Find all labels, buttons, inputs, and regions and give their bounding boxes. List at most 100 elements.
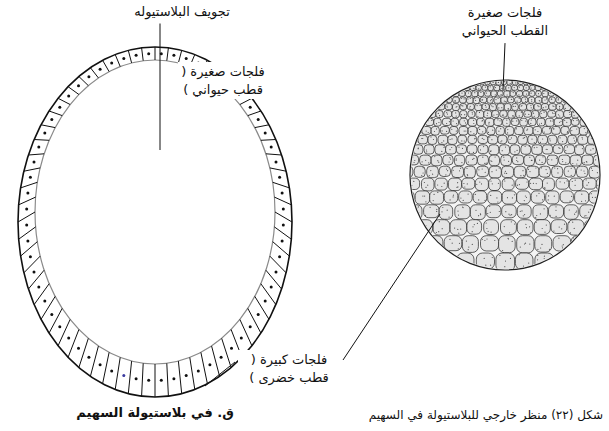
surface-cell bbox=[517, 220, 533, 235]
surface-cell bbox=[508, 97, 514, 103]
surface-cell bbox=[564, 145, 575, 154]
surface-cell bbox=[448, 135, 457, 144]
stipple-dot bbox=[585, 132, 586, 133]
cell-nucleus bbox=[257, 313, 260, 316]
stipple-dot bbox=[595, 105, 596, 106]
stipple-dot bbox=[456, 131, 457, 132]
stipple-dot bbox=[583, 94, 584, 95]
cell-nucleus bbox=[257, 118, 260, 121]
surface-cell bbox=[437, 253, 454, 271]
stipple-dot bbox=[436, 211, 437, 212]
stipple-dot bbox=[430, 136, 431, 137]
stipple-dot bbox=[572, 87, 573, 88]
stipple-dot bbox=[602, 210, 603, 211]
stipple-dot bbox=[515, 82, 516, 83]
stipple-dot bbox=[516, 128, 517, 129]
surface-cell bbox=[590, 97, 596, 103]
cell-wall bbox=[212, 346, 220, 376]
stipple-dot bbox=[443, 140, 444, 141]
stipple-dot bbox=[508, 238, 509, 239]
stipple-dot bbox=[563, 81, 564, 82]
stipple-dot bbox=[535, 167, 536, 168]
stipple-dot bbox=[501, 286, 502, 287]
stipple-dot bbox=[481, 99, 482, 100]
stipple-dot bbox=[541, 123, 542, 124]
surface-cell bbox=[478, 145, 488, 154]
stipple-dot bbox=[413, 230, 414, 231]
surface-cell bbox=[515, 253, 533, 270]
stipple-dot bbox=[472, 226, 473, 227]
stipple-dot bbox=[595, 197, 596, 198]
stipple-dot bbox=[505, 211, 506, 212]
surface-cell bbox=[506, 85, 511, 91]
cell-nucleus bbox=[135, 377, 138, 380]
surface-cell bbox=[492, 272, 512, 292]
surface-cell bbox=[582, 155, 593, 165]
surface-cell bbox=[552, 166, 563, 177]
stipple-dot bbox=[567, 131, 568, 132]
cell-wall bbox=[90, 68, 98, 78]
stipple-dot bbox=[543, 283, 544, 284]
stipple-dot bbox=[586, 179, 587, 180]
stipple-dot bbox=[524, 200, 525, 201]
stipple-dot bbox=[427, 185, 428, 186]
cell-nucleus bbox=[99, 363, 102, 366]
stipple-dot bbox=[592, 100, 593, 101]
surface-cell bbox=[432, 97, 439, 103]
stipple-dot bbox=[474, 138, 475, 139]
stipple-dot bbox=[456, 106, 457, 107]
stipple-dot bbox=[500, 287, 501, 288]
stipple-dot bbox=[603, 181, 604, 182]
stipple-dot bbox=[518, 94, 519, 95]
stipple-dot bbox=[531, 139, 532, 140]
stipple-dot bbox=[604, 167, 605, 168]
stipple-dot bbox=[564, 98, 565, 99]
stipple-dot bbox=[414, 277, 415, 278]
surface-cell bbox=[535, 236, 552, 252]
surface-cell bbox=[446, 145, 457, 154]
stipple-dot bbox=[449, 81, 450, 82]
surface-cell bbox=[546, 191, 559, 204]
leader-line bbox=[205, 362, 235, 386]
stipple-dot bbox=[509, 232, 510, 233]
stipple-dot bbox=[561, 200, 562, 201]
surface-cell bbox=[404, 111, 411, 119]
stipple-dot bbox=[462, 148, 463, 149]
surface-cell bbox=[596, 111, 603, 118]
surface-cell bbox=[568, 135, 577, 144]
surface-cell bbox=[504, 104, 511, 111]
surface-cell bbox=[579, 80, 584, 85]
stipple-dot bbox=[455, 88, 456, 89]
stipple-dot bbox=[492, 257, 493, 258]
surface-cell bbox=[533, 127, 541, 135]
stipple-dot bbox=[455, 100, 456, 101]
stipple-dot bbox=[590, 150, 591, 151]
surface-cell bbox=[447, 80, 452, 85]
stipple-dot bbox=[588, 105, 589, 106]
stipple-dot bbox=[458, 248, 459, 249]
surface-cell bbox=[475, 178, 488, 190]
stipple-dot bbox=[491, 105, 492, 106]
stipple-dot bbox=[559, 108, 560, 109]
surface-cell bbox=[467, 145, 477, 154]
surface-cell bbox=[556, 111, 564, 119]
stipple-dot bbox=[486, 238, 487, 239]
leader-line bbox=[343, 214, 440, 360]
stipple-dot bbox=[543, 107, 544, 108]
stipple-dot bbox=[553, 113, 554, 114]
stipple-dot bbox=[412, 100, 413, 101]
stipple-dot bbox=[482, 157, 483, 158]
stipple-dot bbox=[602, 83, 603, 84]
cell-wall bbox=[115, 55, 120, 67]
stipple-dot bbox=[436, 123, 437, 124]
cell-wall bbox=[240, 320, 252, 346]
stipple-dot bbox=[436, 281, 437, 282]
stipple-dot bbox=[487, 115, 488, 116]
stipple-dot bbox=[442, 207, 443, 208]
stipple-dot bbox=[555, 87, 556, 88]
surface-cell bbox=[418, 253, 437, 271]
surface-cell bbox=[520, 118, 528, 126]
surface-cell bbox=[590, 80, 595, 85]
stipple-dot bbox=[435, 275, 436, 276]
stipple-dot bbox=[446, 105, 447, 106]
